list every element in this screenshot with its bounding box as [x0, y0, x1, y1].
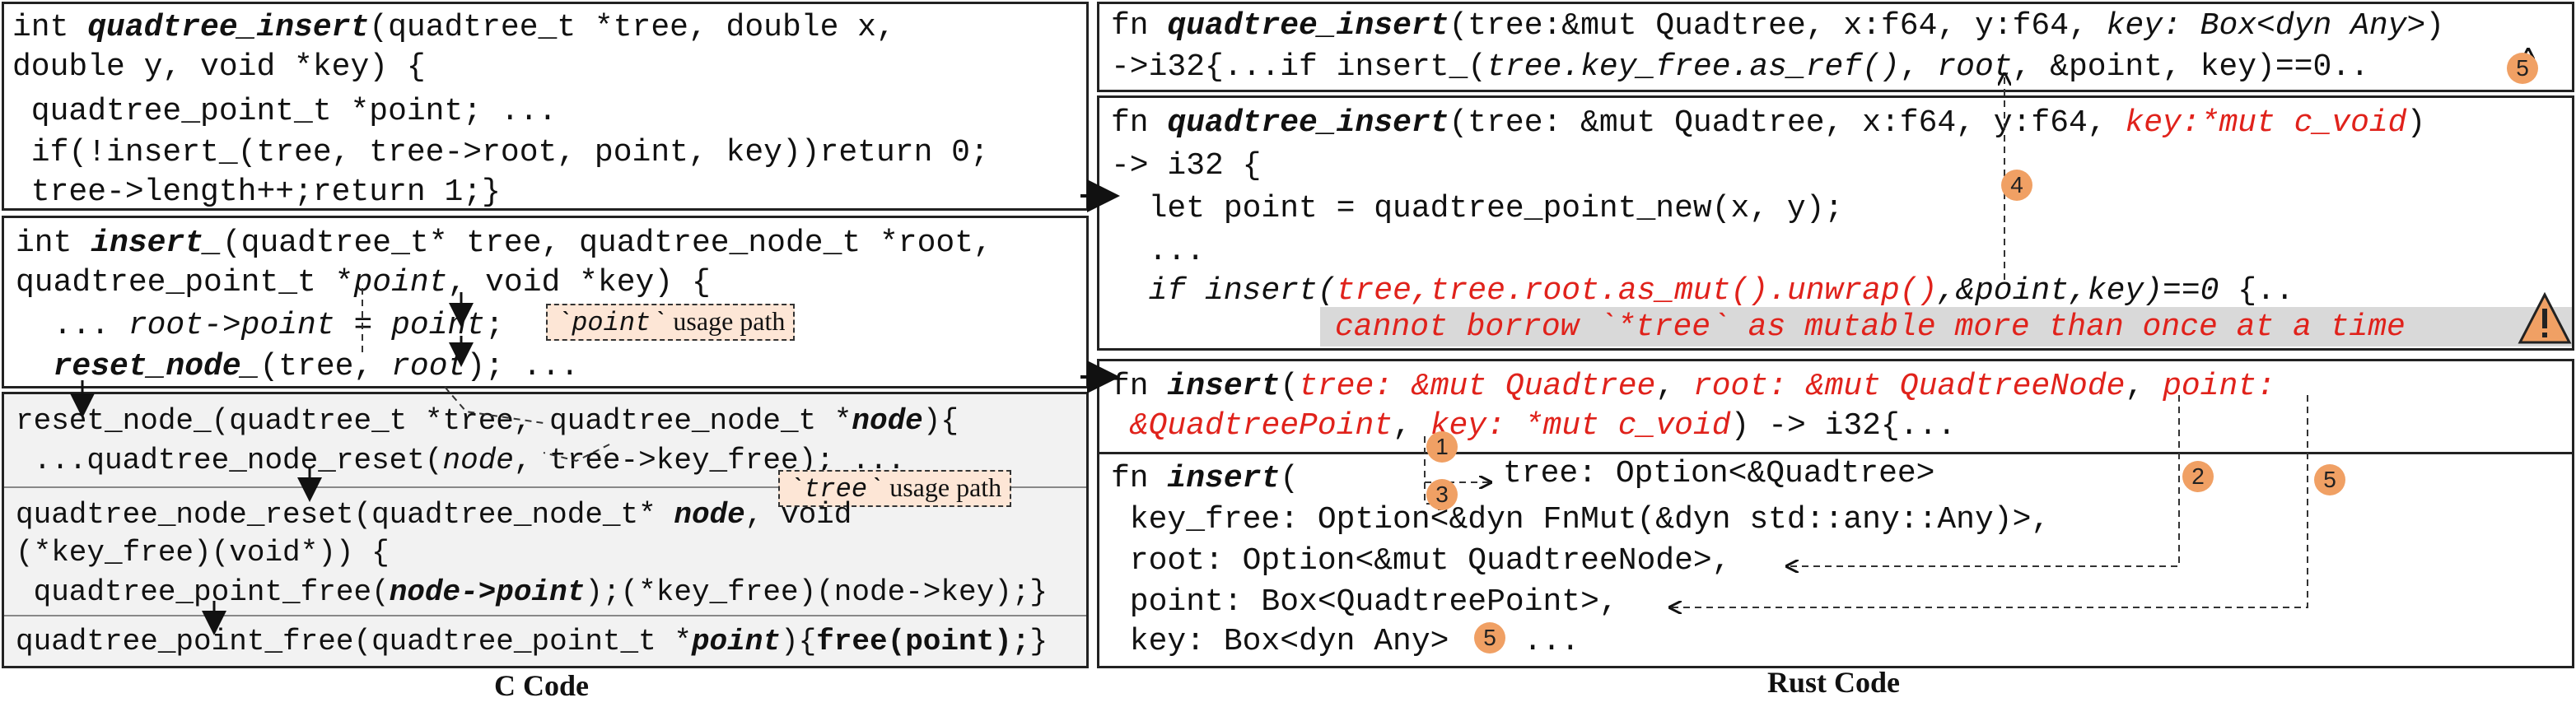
step-badge-5: 5: [1474, 622, 1505, 654]
code-line: ...: [1505, 624, 1580, 659]
path-5: [1670, 395, 2308, 607]
c-reset-node-box: reset_node_(quadtree_t *tree, quadtree_n…: [2, 392, 1089, 668]
code-line: fn quadtree_insert(tree: &mut Quadtree, …: [1111, 105, 2426, 141]
code-line: tree->length++;return 1;}: [12, 174, 501, 210]
code-line: if insert(tree,tree.root.as_mut().unwrap…: [1148, 273, 2294, 309]
code-line: int quadtree_insert(quadtree_t *tree, do…: [12, 10, 895, 45]
compiler-error-bar: [1320, 307, 2572, 347]
code-line: let point = quadtree_point_new(x, y);: [1111, 191, 1844, 226]
code-line: -> i32 {: [1111, 148, 1262, 184]
point-usage-path-note: `point` usage path: [546, 304, 796, 341]
code-line: quadtree_point_t *point, void *key) {: [16, 265, 711, 300]
code-line: if(!insert_(tree, tree->root, point, key…: [12, 135, 989, 170]
code-line: point: Box<QuadtreePoint>,: [1111, 584, 1618, 620]
path-2: [1787, 395, 2180, 566]
step-badge-1: 1: [1426, 431, 1458, 463]
code-line: int insert_(quadtree_t* tree, quadtree_n…: [16, 226, 992, 261]
code-line: quadtree_point_t *point; ...: [12, 94, 558, 129]
c-insert-helper-box: int insert_(quadtree_t* tree, quadtree_n…: [2, 216, 1089, 388]
divider: [4, 486, 1086, 488]
code-line: key_free: Option<&dyn FnMut(&dyn std::an…: [1111, 502, 2051, 537]
compiler-error-message: cannot borrow `*tree` as mutable more th…: [1335, 309, 2406, 345]
code-line: (*key_free)(void*)) {: [16, 536, 390, 570]
code-line: root: Option<&mut QuadtreeNode>,: [1111, 543, 1731, 579]
step-badge-5: 5: [2314, 464, 2345, 495]
step-badge-3: 3: [1426, 479, 1458, 510]
divider: [4, 615, 1086, 616]
step-badge-2: 2: [2182, 461, 2214, 492]
code-line: quadtree_point_free(quadtree_point_t *po…: [16, 625, 1048, 658]
code-line: tree: Option<&Quadtree>: [1503, 456, 1935, 491]
code-line: quadtree_node_reset(quadtree_node_t* nod…: [16, 498, 852, 532]
step-badge-5: 5: [2507, 53, 2538, 84]
code-line: ...: [1111, 234, 1206, 269]
code-line: quadtree_point_free(node->point);(*key_f…: [16, 575, 1048, 609]
tree-usage-dashed-path: [362, 288, 610, 463]
divider: [1099, 452, 2572, 454]
code-line: reset_node_(tree, root); ...: [53, 349, 580, 384]
code-line: key: Box<dyn Any>: [1111, 624, 1449, 659]
rust-quadtree-insert-final-box: fn quadtree_insert(tree:&mut Quadtree, x…: [1097, 2, 2574, 92]
code-line: fn quadtree_insert(tree:&mut Quadtree, x…: [1111, 8, 2445, 44]
rust-code-caption: Rust Code: [1767, 666, 1901, 699]
rust-insert-signature-box: fn insert(tree: &mut Quadtree, root: &mu…: [1097, 359, 2574, 668]
tree-usage-path-note: `tree` usage path: [778, 470, 1012, 507]
code-line: fn insert(tree: &mut Quadtree, root: &mu…: [1111, 369, 2275, 404]
code-line: ->i32{...if insert_(tree.key_free.as_ref…: [1111, 49, 2369, 85]
rust-quadtree-insert-error-box: fn quadtree_insert(tree: &mut Quadtree, …: [1097, 95, 2574, 351]
warning-triangle-icon: [2518, 291, 2572, 347]
c-quadtree-insert-box: int quadtree_insert(quadtree_t *tree, do…: [2, 2, 1089, 211]
code-line: &QuadtreePoint, key: *mut c_void) -> i32…: [1129, 408, 1957, 444]
code-line: fn insert(: [1111, 461, 1300, 496]
c-code-caption: C Code: [494, 669, 589, 702]
step-badge-4: 4: [2001, 170, 2032, 201]
code-line: double y, void *key) {: [12, 49, 426, 85]
